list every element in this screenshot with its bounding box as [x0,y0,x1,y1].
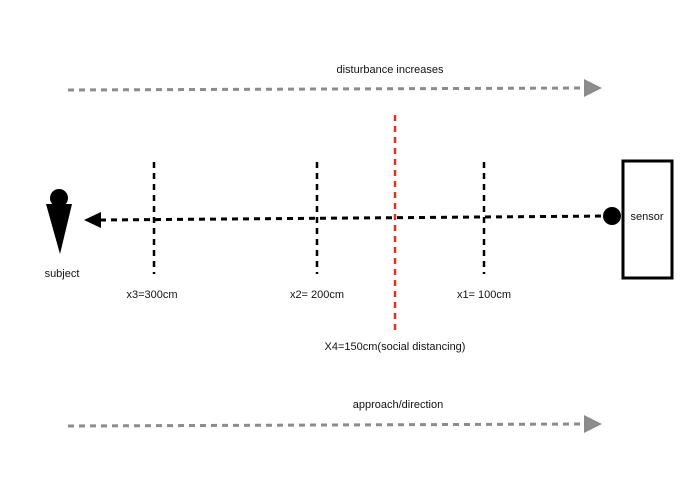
x4-label: X4=150cm(social distancing) [325,341,466,353]
subject-label: subject [45,268,80,280]
disturbance-arrow [67,79,602,97]
sensor-label: sensor [630,211,663,223]
x3-label: x3=300cm [126,289,177,301]
disturbance-label: disturbance increases [336,64,444,76]
approach-label: approach/direction [353,399,444,411]
x1-label: x1= 100cm [457,289,511,301]
sensor-dot-icon [603,207,621,225]
signal-arrow [84,212,609,228]
sensor-box [621,159,674,280]
x2-label: x2= 200cm [290,289,344,301]
approach-arrow [67,415,602,433]
person-icon [46,189,72,254]
